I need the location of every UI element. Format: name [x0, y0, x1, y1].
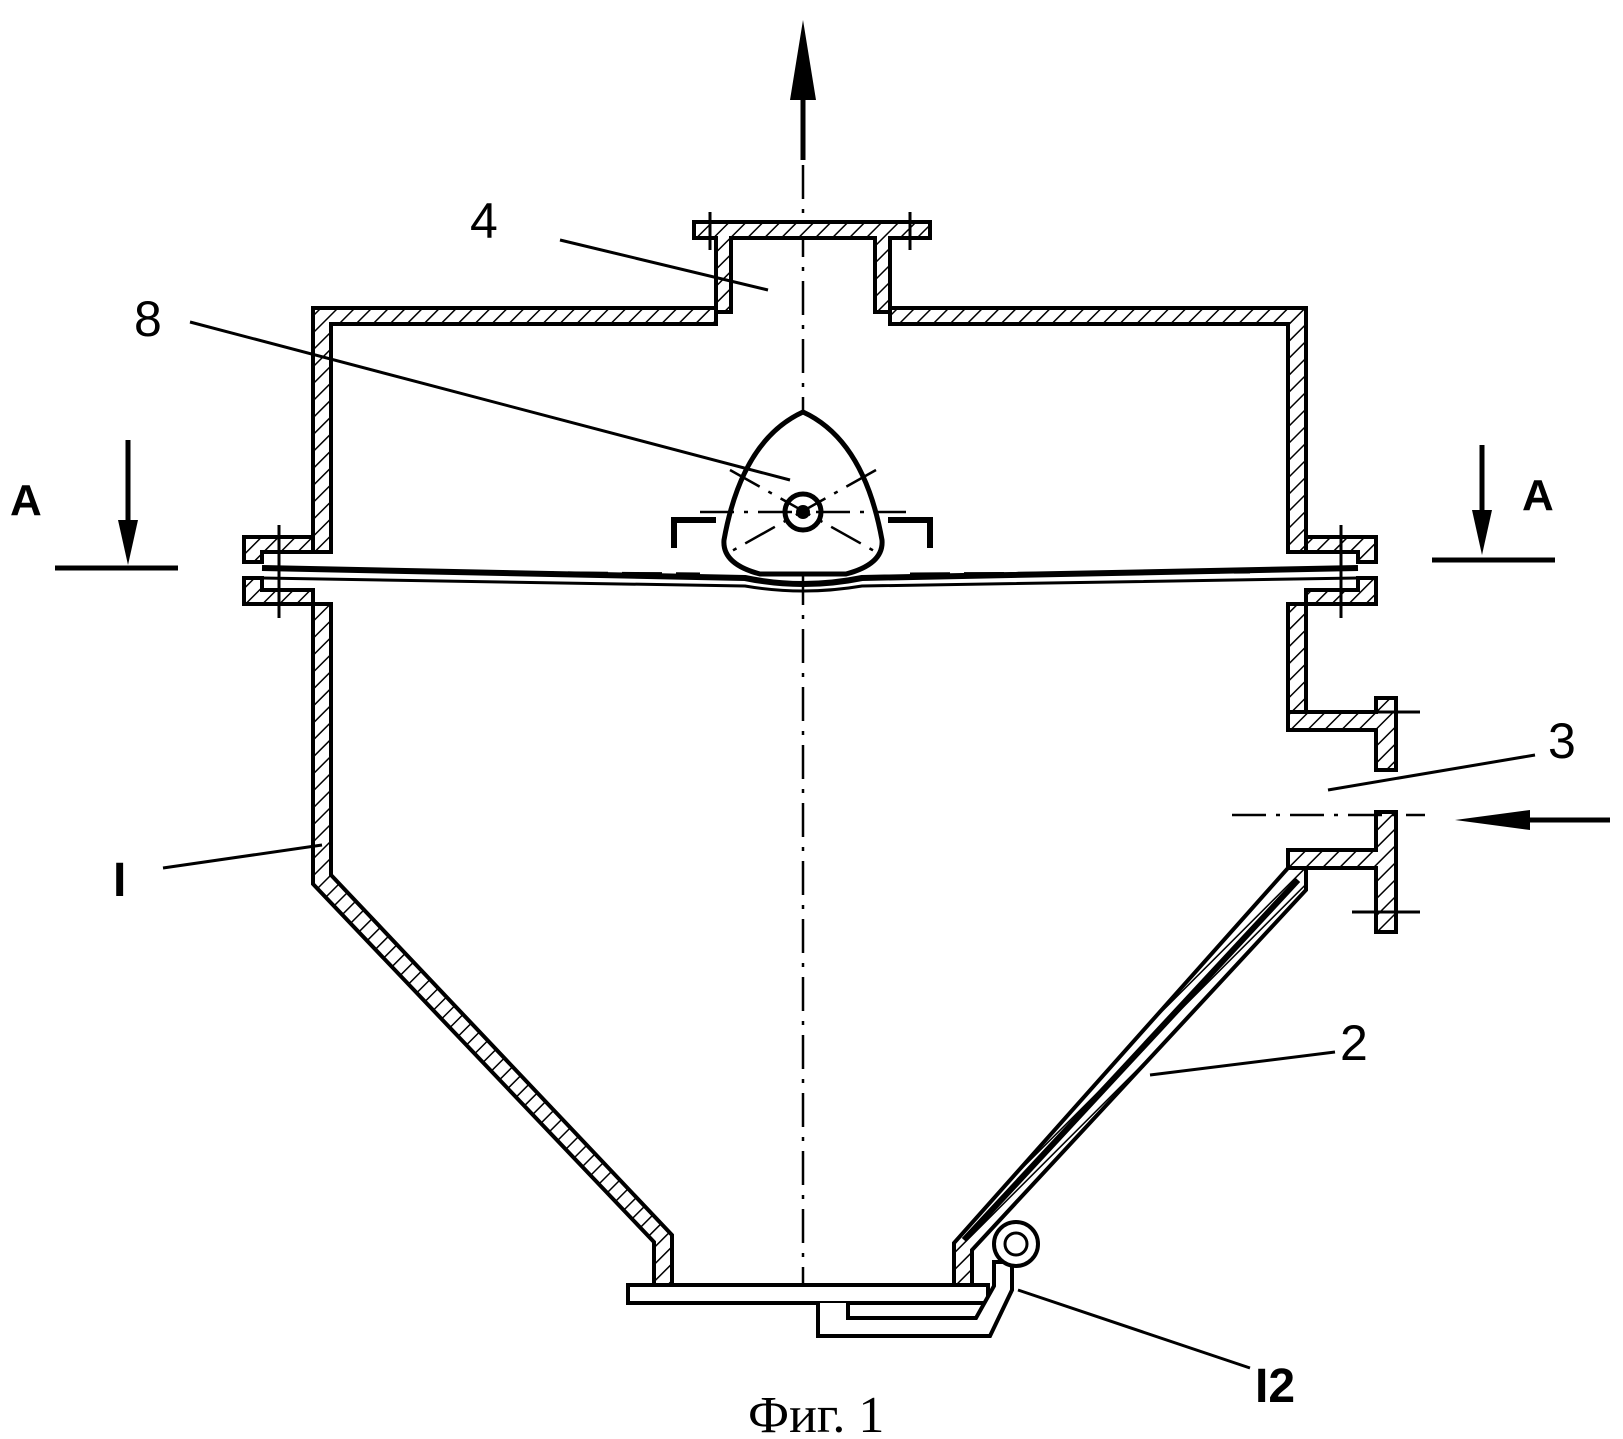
leader-outlet-pipe [560, 240, 768, 290]
leader-inner-insert [190, 322, 790, 480]
label-inner-insert: 8 [134, 291, 162, 347]
outlet-flow-arrow [790, 20, 816, 160]
figure-caption: Фиг. 1 [748, 1387, 884, 1439]
label-section-right: A [1522, 471, 1554, 520]
label-cone-wall: 2 [1340, 1015, 1368, 1071]
leader-housing [163, 845, 322, 868]
inner-insert [674, 412, 930, 574]
inlet-flow-arrow [1455, 810, 1610, 830]
leader-cone-wall [1150, 1052, 1335, 1075]
label-outlet-pipe: 4 [470, 193, 498, 249]
label-inlet-pipe: 3 [1548, 713, 1576, 769]
leader-bottom-valve [1018, 1290, 1250, 1368]
label-housing: I [113, 854, 126, 907]
lower-shell [313, 604, 1306, 1285]
label-section-left: A [10, 476, 42, 525]
leader-inlet-pipe [1328, 755, 1535, 790]
outlet-pipe [694, 212, 930, 312]
label-bottom-valve: I2 [1255, 1360, 1295, 1413]
section-mark-left [55, 440, 178, 568]
